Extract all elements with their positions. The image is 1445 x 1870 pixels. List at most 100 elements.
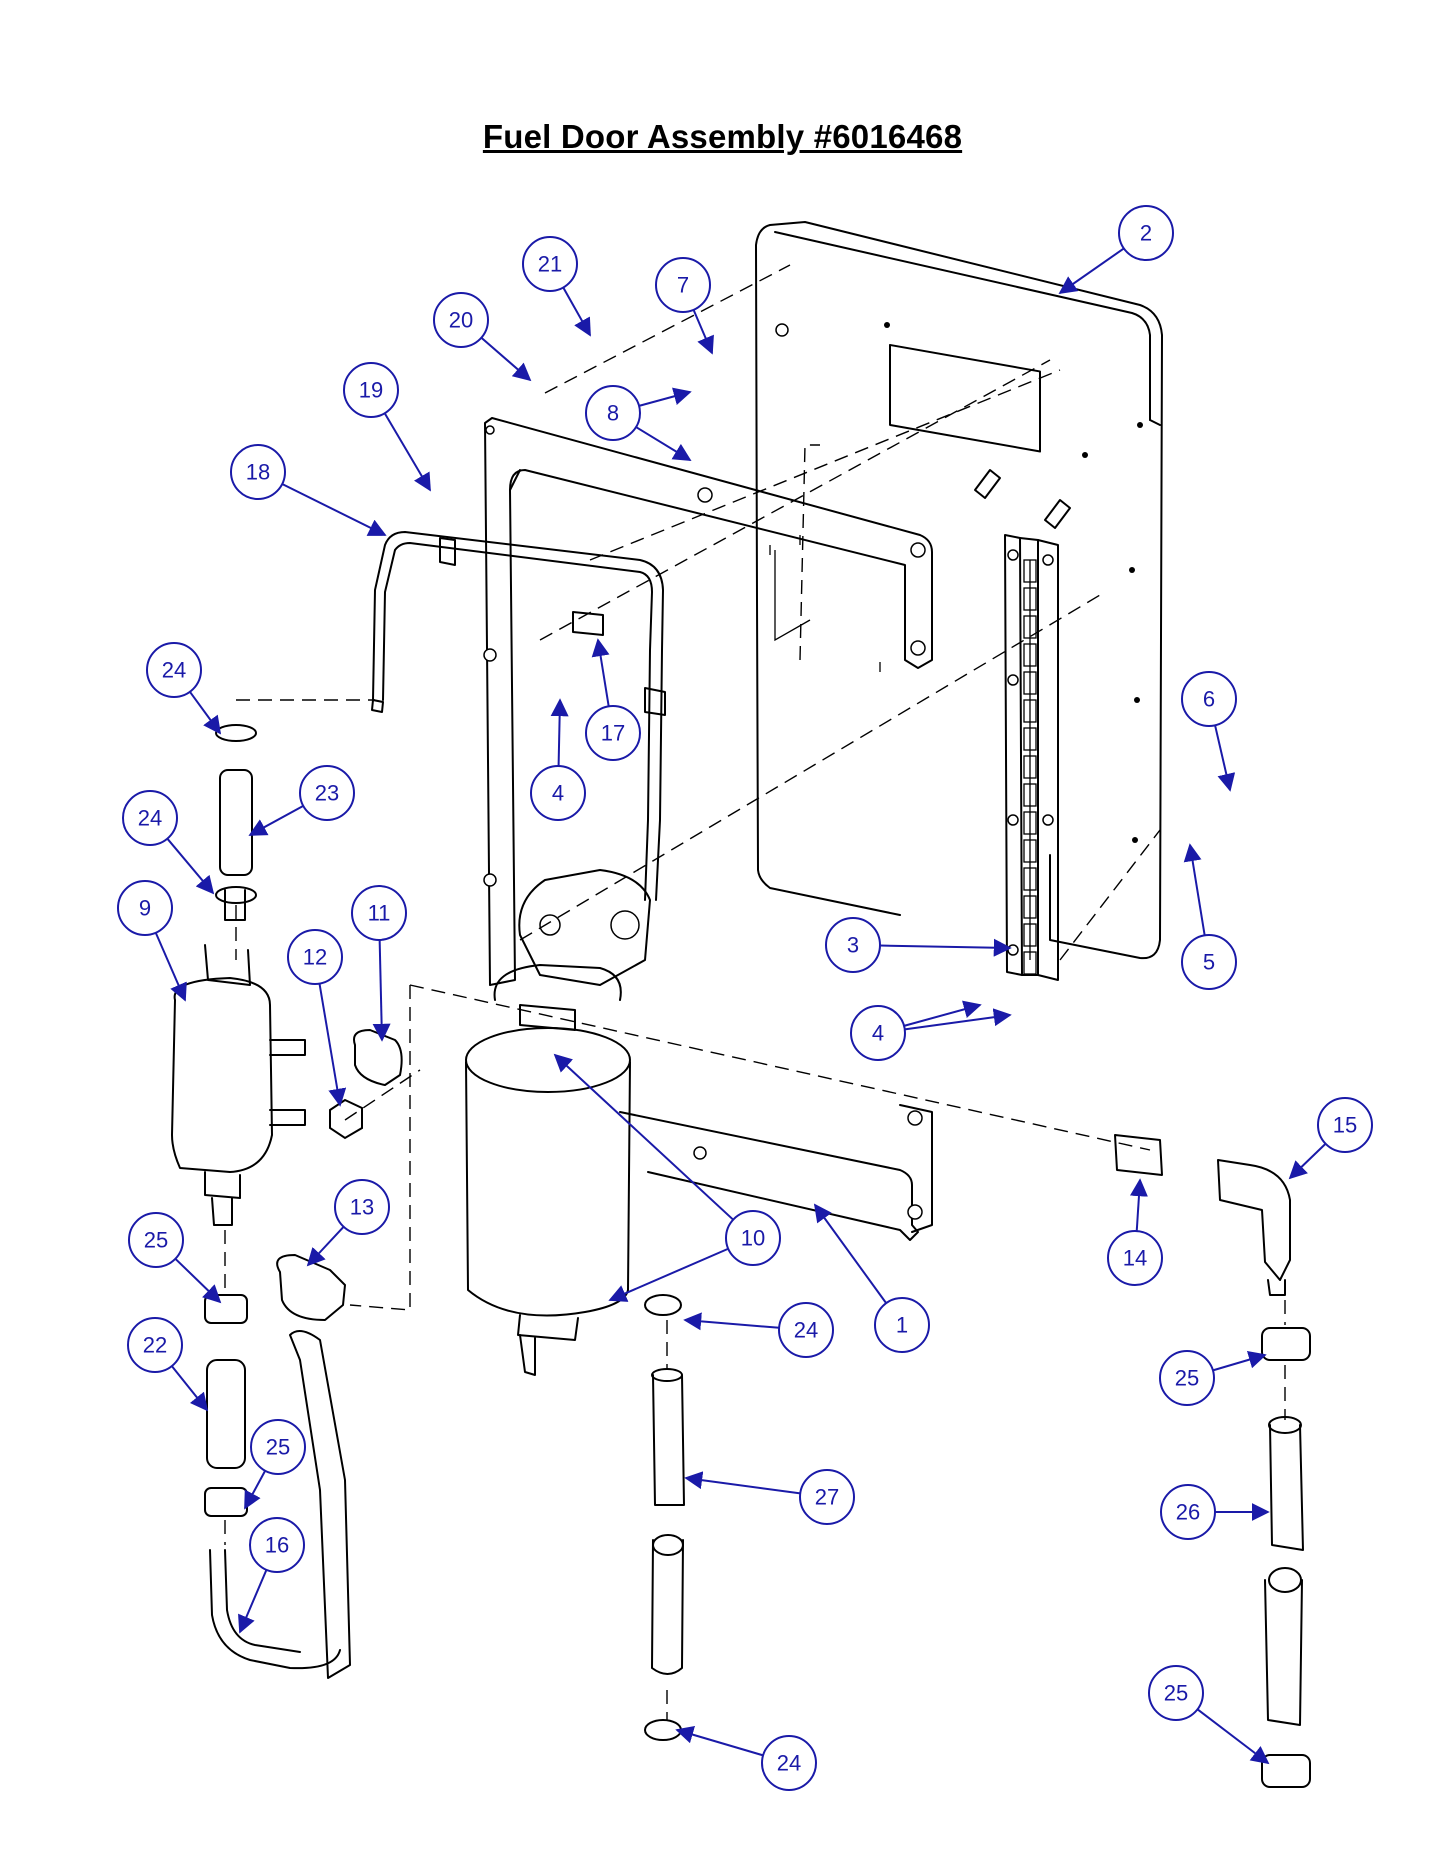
callout-25: 25 (128, 1212, 222, 1304)
fuel-filter (465, 869, 651, 1376)
callout-4: 4 (850, 1000, 1012, 1061)
callout-bubble (761, 1735, 817, 1791)
callout-1: 1 (813, 1203, 930, 1353)
callout-number: 16 (265, 1533, 289, 1558)
callout-leader (174, 1258, 222, 1304)
callout-leader (879, 938, 1012, 957)
callout-number: 9 (139, 896, 151, 921)
callout-23: 23 (248, 765, 355, 836)
callout-leader (550, 698, 569, 767)
callout-number: 26 (1176, 1500, 1200, 1525)
callout-leader (608, 1247, 729, 1302)
callout-2: 2 (1058, 205, 1174, 295)
callout-leader (635, 426, 692, 461)
callout-number: 14 (1123, 1246, 1147, 1271)
callout-26: 26 (1160, 1484, 1270, 1540)
callout-leader (638, 387, 692, 407)
callout-leader (904, 1008, 1012, 1031)
callout-bubble (1181, 671, 1237, 727)
callout-bubble (299, 765, 355, 821)
callout-bubble (1317, 1097, 1373, 1153)
callout-22: 22 (127, 1317, 209, 1412)
callout-5: 5 (1181, 843, 1237, 990)
callout-leader (903, 1000, 982, 1027)
callout-bubble (351, 885, 407, 941)
callout-bubble (825, 917, 881, 973)
callout-bubble (655, 257, 711, 313)
callout-24: 24 (675, 1725, 817, 1791)
callout-bubble (334, 1179, 390, 1235)
callout-number: 6 (1203, 687, 1215, 712)
callout-bubble (250, 1419, 306, 1475)
callout-number: 8 (607, 401, 619, 426)
callout-leader (591, 638, 610, 707)
callout-number: 13 (350, 1195, 374, 1220)
callout-bubble (585, 705, 641, 761)
callout-25: 25 (1159, 1350, 1267, 1406)
callout-layer: 1234456789101112131415161718192021222324… (117, 205, 1373, 1791)
callout-bubble (850, 1005, 906, 1061)
callout-bubble (1160, 1484, 1216, 1540)
callout-leader (1129, 1178, 1148, 1232)
callout-number: 19 (359, 378, 383, 403)
callout-24: 24 (683, 1302, 834, 1358)
callout-number: 23 (315, 781, 339, 806)
callout-19: 19 (343, 362, 431, 492)
callout-number: 27 (815, 1485, 839, 1510)
callout-bubble (343, 362, 399, 418)
callout-bubble (725, 1210, 781, 1266)
callout-bubble (1118, 205, 1174, 261)
callout-number: 10 (741, 1226, 765, 1251)
callout-number: 21 (538, 252, 562, 277)
fittings (276, 1029, 1291, 1679)
callout-leader (238, 1569, 268, 1634)
callout-bubble (799, 1469, 855, 1525)
callout-bubble (874, 1297, 930, 1353)
callout-number: 5 (1203, 950, 1215, 975)
callout-bubble (230, 444, 286, 500)
callout-number: 20 (449, 308, 473, 333)
callout-bubble (778, 1302, 834, 1358)
callout-leader (683, 1312, 780, 1331)
callout-bubble (287, 929, 343, 985)
callout-leader (166, 838, 215, 895)
mounting-frame (483, 417, 933, 1241)
callout-bubble (128, 1212, 184, 1268)
callout-bubble (1181, 934, 1237, 990)
callout-leader (684, 1471, 801, 1495)
callout-leader (692, 309, 714, 355)
callout-leader (281, 483, 387, 536)
callout-leader (1214, 725, 1236, 792)
callout-15: 15 (1288, 1097, 1373, 1180)
callout-3: 3 (825, 917, 1012, 973)
callout-number: 4 (872, 1021, 884, 1046)
callout-bubble (1148, 1665, 1204, 1721)
callout-leader (813, 1203, 887, 1304)
callout-16: 16 (238, 1517, 305, 1634)
callout-number: 7 (677, 273, 689, 298)
callout-leader (1212, 1350, 1267, 1372)
callout-leader (562, 287, 591, 337)
callout-number: 17 (601, 721, 625, 746)
callout-leader (248, 805, 304, 836)
callout-24: 24 (122, 790, 215, 895)
callout-number: 25 (1175, 1366, 1199, 1391)
callout-leader (553, 1053, 734, 1221)
callout-leader (189, 691, 222, 735)
hoses-and-clamps (204, 724, 1311, 1788)
callout-bubble (585, 385, 641, 441)
callout-13: 13 (306, 1179, 390, 1267)
door-panel (755, 221, 1163, 960)
callout-bubble (1107, 1230, 1163, 1286)
callout-7: 7 (655, 257, 714, 355)
callout-leader (480, 336, 532, 382)
callout-number: 25 (1164, 1681, 1188, 1706)
callout-number: 15 (1333, 1113, 1357, 1138)
callout-24: 24 (146, 642, 222, 735)
callout-12: 12 (287, 929, 347, 1107)
callout-4: 4 (530, 698, 586, 821)
callout-bubble (249, 1517, 305, 1573)
callout-number: 1 (896, 1313, 908, 1338)
callout-leader (306, 1226, 345, 1267)
callout-leader (675, 1725, 764, 1757)
